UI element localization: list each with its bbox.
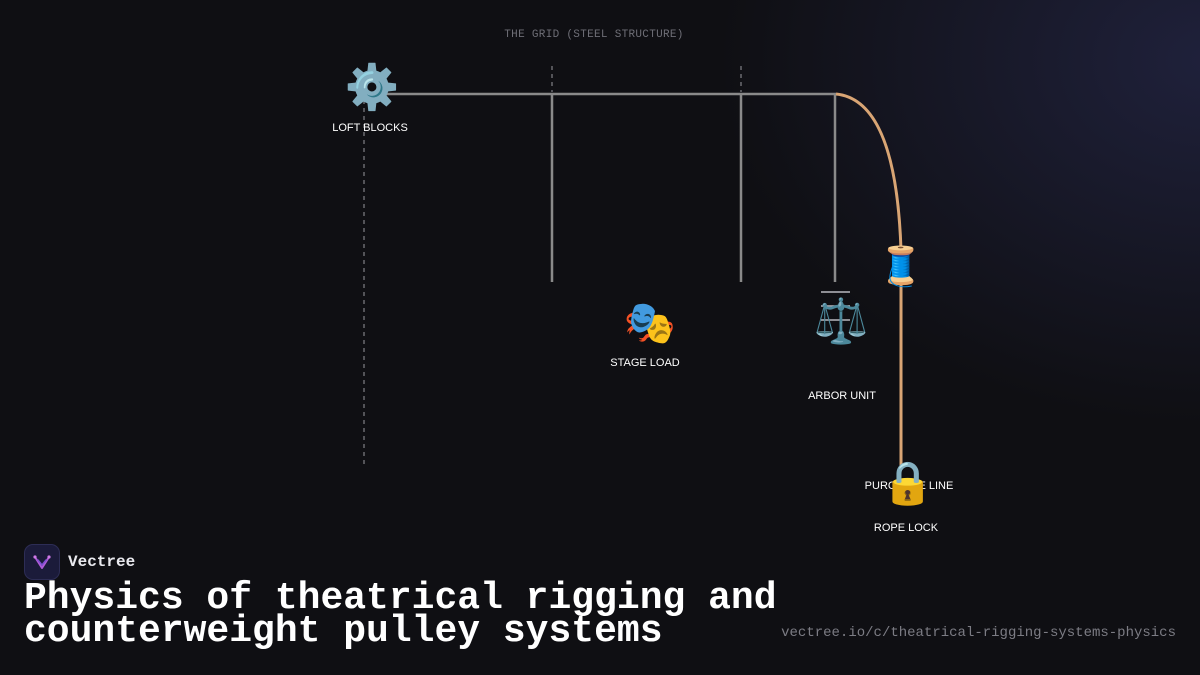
- brand-name: Vectree: [68, 553, 136, 571]
- arbor-unit-label: ARBOR UNIT: [808, 390, 876, 402]
- source-url: vectree.io/c/theatrical-rigging-systems-…: [781, 625, 1176, 641]
- rope-lock-label: ROPE LOCK: [873, 522, 939, 534]
- theater-masks-icon: 🎭: [623, 299, 677, 346]
- page-title: Physics of theatrical rigging and counte…: [24, 577, 777, 653]
- grid-label: THE GRID (STEEL STRUCTURE): [504, 29, 684, 41]
- loft-blocks-label: LOFT BLOCKS: [332, 122, 408, 134]
- purchase-line-label: PURCHASE LINE: [864, 480, 954, 492]
- thread-spool-icon: 🧵: [877, 246, 925, 288]
- balance-scale-icon: ⚖️: [813, 297, 869, 346]
- stage-load-label: STAGE LOAD: [610, 357, 680, 369]
- brand: Vectree: [24, 544, 135, 580]
- purchase-rope-curve: [835, 92, 903, 251]
- gear-icon: ⚙️: [344, 63, 400, 112]
- padlock-icon: 🔒: [881, 459, 935, 506]
- vectree-logo-icon: [24, 544, 60, 580]
